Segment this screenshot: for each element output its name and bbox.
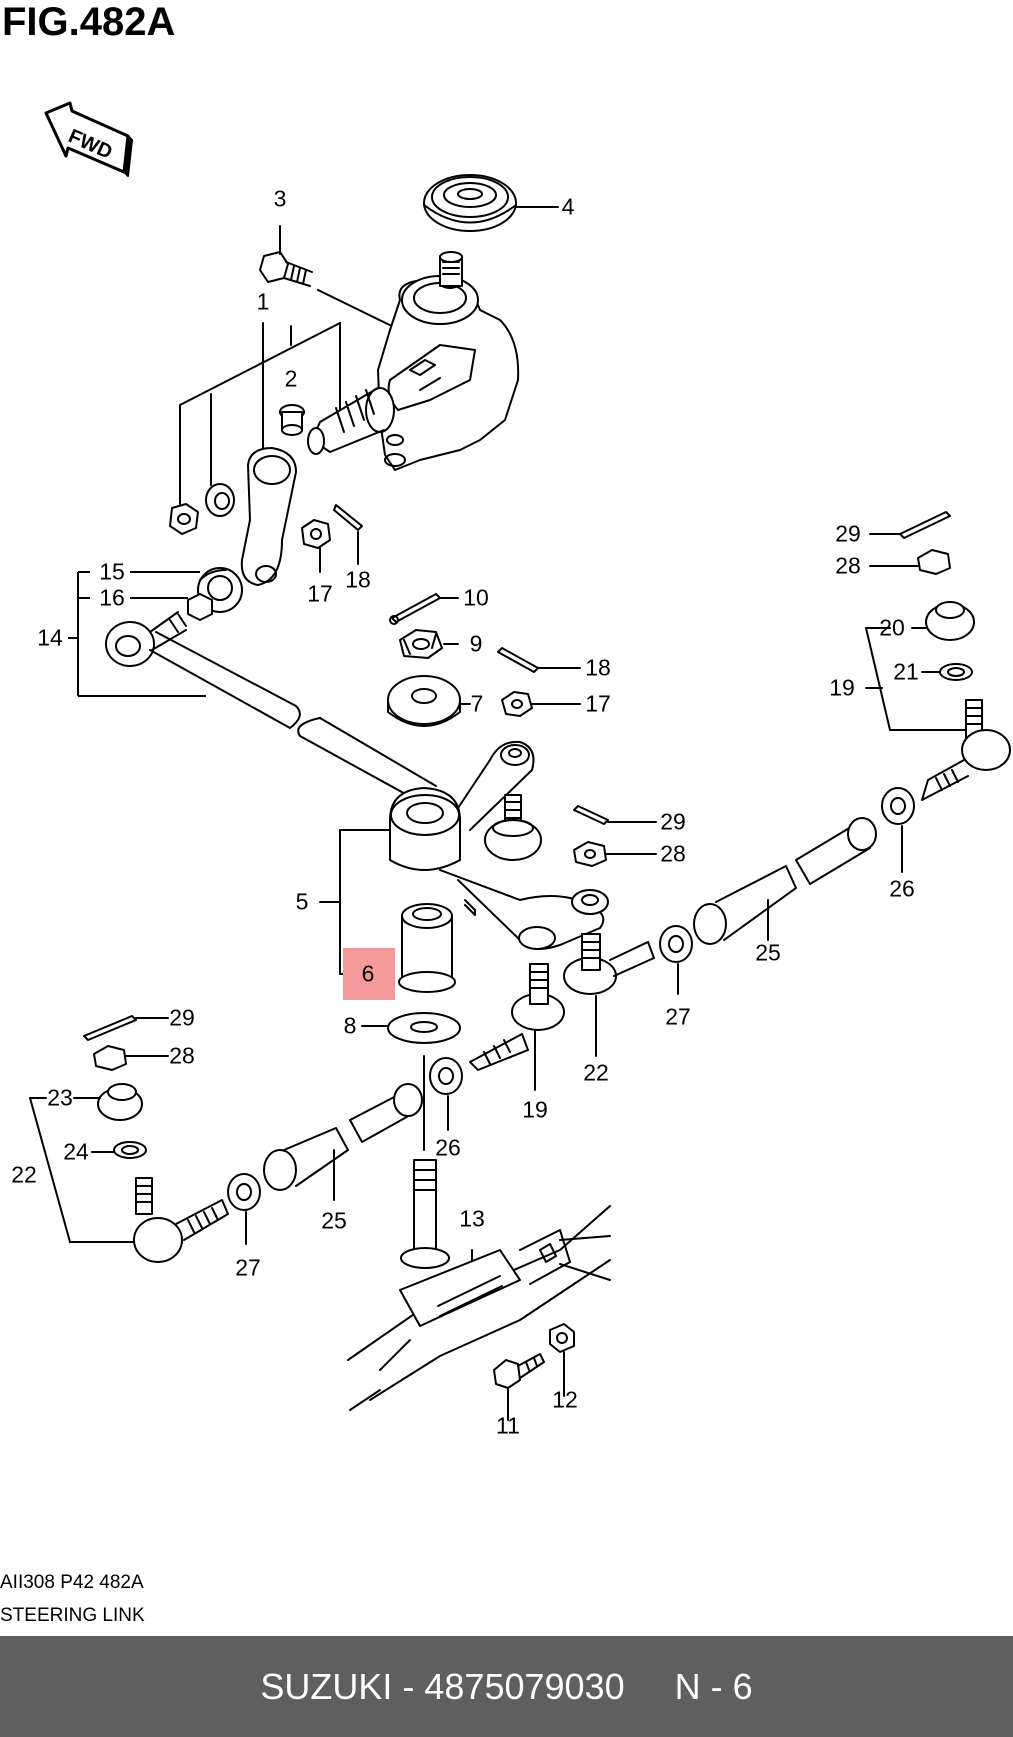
castle-nut-part-17	[501, 691, 533, 717]
callout-25-right[interactable]: 25	[755, 939, 781, 966]
callout-16[interactable]: 16	[99, 584, 125, 611]
callout-1[interactable]: 1	[256, 288, 270, 315]
callout-12[interactable]: 12	[552, 1386, 578, 1413]
callout-4[interactable]: 4	[561, 193, 575, 220]
callout-25-left[interactable]: 25	[321, 1207, 347, 1234]
frame-bracket	[347, 1205, 611, 1411]
callout-29-right[interactable]: 29	[835, 520, 861, 547]
callout-18-top[interactable]: 18	[345, 566, 371, 593]
steering-gear-box	[307, 251, 520, 471]
boot-part-23	[97, 1083, 143, 1121]
callout-27-left[interactable]: 27	[235, 1254, 261, 1281]
footer-part-number-text: SUZUKI - 4875079030 N - 6	[260, 1666, 753, 1707]
clip-part-21	[939, 663, 973, 681]
callout-14[interactable]: 14	[37, 624, 63, 651]
callout-7[interactable]: 7	[470, 690, 484, 717]
callout-17-top[interactable]: 17	[307, 580, 333, 607]
callout-15[interactable]: 15	[99, 558, 125, 585]
castle-nut-17-top	[301, 519, 331, 549]
nut-and-washer	[169, 483, 235, 535]
nut-part-26-left	[429, 1057, 463, 1095]
adjuster-part-25-left	[263, 1083, 423, 1191]
figure-title: FIG.482A	[2, 0, 176, 44]
castle-nut-28-right	[917, 549, 951, 575]
cotter-pin-10	[391, 593, 441, 623]
callout-28-right[interactable]: 28	[835, 552, 861, 579]
callout-21[interactable]: 21	[893, 658, 919, 685]
pitman-arm	[240, 447, 297, 586]
callout-29-mid[interactable]: 29	[660, 808, 686, 835]
bolt-part-13	[400, 1159, 450, 1269]
nut-part-16	[187, 593, 213, 621]
castle-nut-part-9	[399, 629, 443, 659]
callout-27-center[interactable]: 27	[665, 1003, 691, 1030]
callout-18-right[interactable]: 18	[585, 654, 611, 681]
figure-name-caption: STEERING LINK	[0, 1605, 145, 1626]
callout-19-right[interactable]: 19	[829, 674, 855, 701]
callout-26-left[interactable]: 26	[435, 1134, 461, 1161]
callout-11[interactable]: 11	[496, 1412, 520, 1439]
cotter-pin-29-mid	[573, 805, 609, 825]
callout-22-left[interactable]: 22	[11, 1161, 37, 1188]
idler-arm-part-5	[389, 740, 609, 950]
tie-rod-end-part-19-right	[921, 699, 1011, 801]
nut-part-26-right	[881, 787, 915, 825]
adjuster-part-25-right	[693, 817, 877, 945]
callout-23[interactable]: 23	[47, 1084, 73, 1111]
drag-link-part-14	[105, 611, 437, 803]
callout-13[interactable]: 13	[459, 1205, 485, 1232]
callout-10[interactable]: 10	[463, 584, 489, 611]
tie-rod-end-part-22-center	[563, 933, 655, 995]
callout-8[interactable]: 8	[343, 1012, 357, 1039]
callout-26-right[interactable]: 26	[889, 875, 915, 902]
tie-rod-end-part-19	[469, 963, 565, 1071]
washer-part-7	[387, 675, 461, 727]
part-number-footer: SUZUKI - 4875079030 N - 6	[0, 1636, 1013, 1737]
cotter-pin-18	[497, 647, 539, 673]
bolt-part-3	[259, 251, 313, 287]
nut-part-27-center	[659, 925, 693, 963]
bolt-part-11	[493, 1353, 545, 1389]
ball-stud	[484, 794, 542, 861]
castle-nut-28-mid	[573, 841, 607, 867]
grommet-part-4	[423, 174, 517, 232]
nut-part-27-left	[227, 1173, 261, 1211]
callout-3[interactable]: 3	[273, 185, 287, 212]
castle-nut-28-left	[93, 1045, 127, 1071]
nut-part-12	[549, 1323, 575, 1353]
tie-rod-end-part-22	[133, 1177, 229, 1263]
clip-part-24	[113, 1141, 147, 1159]
callout-29-left[interactable]: 29	[169, 1004, 195, 1031]
callout-28-mid[interactable]: 28	[660, 840, 686, 867]
callout-22-center[interactable]: 22	[583, 1059, 609, 1086]
callout-20[interactable]: 20	[879, 614, 905, 641]
fwd-arrow-icon	[44, 101, 133, 177]
callout-17-right[interactable]: 17	[585, 690, 611, 717]
boot-part-20	[925, 601, 975, 641]
cotter-pin-29-right	[899, 511, 951, 539]
washer-part-8	[387, 1012, 461, 1044]
callout-28-left[interactable]: 28	[169, 1042, 195, 1069]
cotter-pin-18-top	[333, 504, 363, 531]
bolt-part-2	[279, 404, 305, 436]
callout-2[interactable]: 2	[284, 365, 298, 392]
callout-24[interactable]: 24	[63, 1138, 89, 1165]
callout-9[interactable]: 9	[469, 630, 483, 657]
bushing-part-6	[398, 903, 456, 993]
cotter-pin-29-left	[83, 1015, 137, 1041]
callout-5[interactable]: 5	[295, 888, 309, 915]
highlighted-part-marker	[343, 948, 395, 1000]
figure-code-caption: AII308 P42 482A	[0, 1572, 144, 1593]
callout-6[interactable]: 6	[361, 960, 375, 987]
callout-19-center[interactable]: 19	[522, 1096, 548, 1123]
